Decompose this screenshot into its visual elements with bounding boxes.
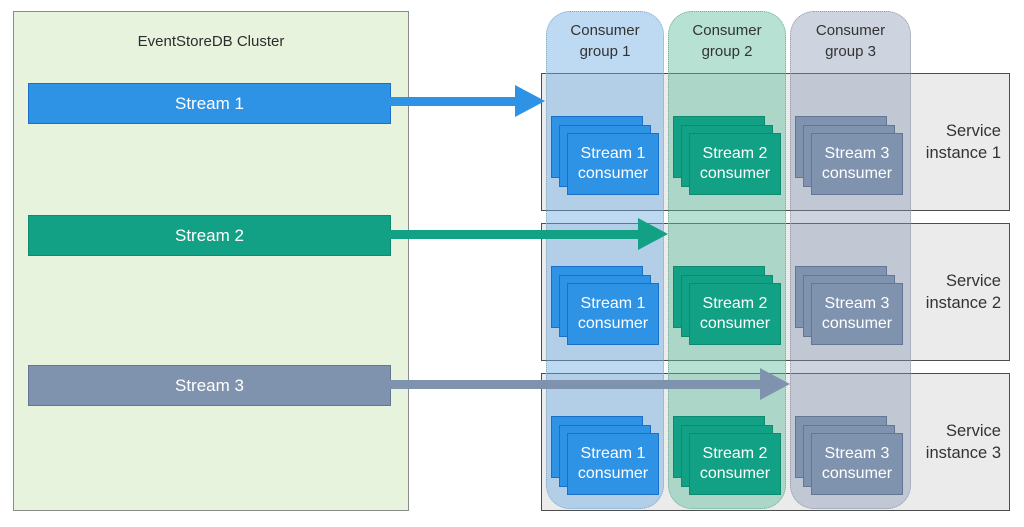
arrow-shaft bbox=[390, 379, 761, 389]
consumer-group-2-label: Consumer group 2 bbox=[692, 22, 762, 60]
stream-1-consumer-stack-instance-2: Stream 1 consumer bbox=[551, 266, 661, 346]
arrow-head-icon bbox=[515, 85, 545, 117]
eventstoredb-cluster-box: EventStoreDB Cluster Stream 1 Stream 2 S… bbox=[13, 11, 409, 511]
stream-3-consumer-stack-instance-2: Stream 3 consumer bbox=[795, 266, 905, 346]
service-instance-3-label: Service instance 3 bbox=[925, 422, 1001, 462]
stream-3-consumer-card: Stream 3 consumer bbox=[811, 133, 903, 195]
arrow-head-icon bbox=[638, 218, 668, 250]
cluster-title: EventStoreDB Cluster bbox=[137, 33, 285, 50]
stream-1-bar: Stream 1 bbox=[28, 83, 391, 124]
stream-1-consumer-stack-instance-3: Stream 1 consumer bbox=[551, 416, 661, 496]
stream-3-bar: Stream 3 bbox=[28, 365, 391, 406]
stream-3-label: Stream 3 bbox=[175, 375, 244, 395]
stream-3-consumer-stack-instance-1: Stream 3 consumer bbox=[795, 116, 905, 196]
stream-3-consumer-stack-instance-3: Stream 3 consumer bbox=[795, 416, 905, 496]
arrow-shaft bbox=[390, 229, 639, 239]
arrow-head-icon bbox=[760, 368, 790, 400]
service-instance-1-label: Service instance 1 bbox=[925, 122, 1001, 162]
arrow-shaft bbox=[390, 96, 516, 106]
stream-1-consumer-card: Stream 1 consumer bbox=[567, 433, 659, 495]
stream-2-consumer-stack-instance-2: Stream 2 consumer bbox=[673, 266, 783, 346]
consumer-group-1-label: Consumer group 1 bbox=[570, 22, 640, 60]
stream-2-consumer-stack-instance-3: Stream 2 consumer bbox=[673, 416, 783, 496]
stream-2-label: Stream 2 bbox=[175, 225, 244, 245]
stream-3-consumer-card: Stream 3 consumer bbox=[811, 433, 903, 495]
stream-2-consumer-stack-instance-1: Stream 2 consumer bbox=[673, 116, 783, 196]
stream-2-consumer-card: Stream 2 consumer bbox=[689, 283, 781, 345]
stream-1-label: Stream 1 bbox=[175, 93, 244, 113]
service-instance-2-label: Service instance 2 bbox=[925, 272, 1001, 312]
stream-2-consumer-card: Stream 2 consumer bbox=[689, 433, 781, 495]
consumer-group-3-label: Consumer group 3 bbox=[815, 22, 886, 60]
stream-1-consumer-card: Stream 1 consumer bbox=[567, 133, 659, 195]
stream-2-bar: Stream 2 bbox=[28, 215, 391, 256]
stream-1-consumer-stack-instance-1: Stream 1 consumer bbox=[551, 116, 661, 196]
stream-3-consumer-card: Stream 3 consumer bbox=[811, 283, 903, 345]
stream-1-consumer-card: Stream 1 consumer bbox=[567, 283, 659, 345]
stream-2-consumer-card: Stream 2 consumer bbox=[689, 133, 781, 195]
